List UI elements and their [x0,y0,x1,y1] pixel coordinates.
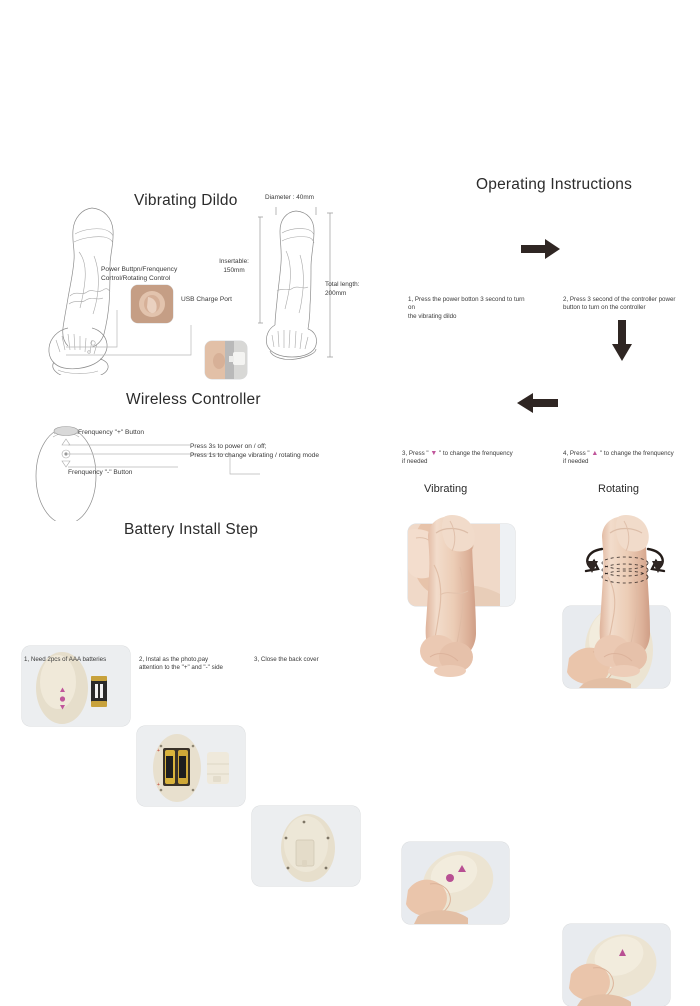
dimension-insertable-line1: Insertable: [219,258,249,265]
caption-operating-step-1-line1: 1, Press the power botton 3 second to tu… [408,296,525,312]
flow-arrow-left-bottom [517,393,558,413]
dimension-total-length: Total length: 200mm [325,281,377,298]
dimension-insertable: Insertable: 150mm [209,258,259,275]
label-frequency-minus-button: Frenquency "-" Button [68,469,133,476]
callout-leader-lines [66,310,192,356]
product-line-drawing [48,207,114,375]
instruction-sheet: Vibrating Dildo Power Buttpn/Frenquency … [22,176,688,1006]
section-title-vibrating-dildo: Vibrating Dildo [134,192,238,209]
caption-operating-step-1: 1, Press the power botton 3 second to tu… [408,296,528,321]
section-title-battery-install: Battery Install Step [124,521,259,538]
product-dimension-drawing [258,207,333,360]
caption-operating-step-3-line2: if needed [402,458,428,466]
caption-operating-step-4-post: " to change the frenquency [598,450,674,457]
caption-battery-step-3: 3, Close the back cover [254,656,369,664]
caption-operating-step-4-pre: 4, Press " [563,450,592,457]
dimension-total-length-line2: 200mm [325,289,347,297]
photo-mode-rotating [584,515,666,677]
caption-operating-step-2-line2: button to turn on the controller [563,304,646,312]
flow-arrow-right-top [521,239,560,259]
photo-usb-charge-port [205,341,247,379]
callout-usb-charge-port: USB Charge Port [181,296,232,303]
section-title-operating-instructions: Operating Instructions [476,176,633,193]
callout-power-button: Power Buttpn/Frenquency Cortrol/Rotating… [101,266,177,283]
caption-operating-step-4: 4, Press " ▲ " to change the frenquency … [563,450,685,467]
label-rotating: Rotating [598,483,639,495]
dimension-total-length-line1: Total length: [325,281,360,288]
callout-power-button-line1: Power Buttpn/Frenquency [101,266,178,273]
photo-battery-step-3 [252,806,360,886]
label-frequency-plus-button: Frenquency "+" Button [78,429,145,436]
photo-operating-step-4 [563,924,670,1006]
note-power-mode-line2: Press 1s to change vibrating / rotating … [190,451,320,459]
section-title-wireless-controller: Wireless Controller [126,391,261,408]
dimension-insertable-line2: 150mm [223,266,245,274]
caption-operating-step-1-line2: the vibrating dildo [408,312,457,320]
caption-operating-step-3-post: " to change the frenquency [437,450,513,457]
svg-text:+: + [157,782,160,788]
caption-battery-step-2-line1: 2, Instal as the photo,pay [139,656,209,663]
photo-battery-step-2: + + [137,726,245,806]
svg-text:+: + [157,748,160,754]
callout-power-button-line2: Cortrol/Rotating Control [101,274,171,282]
note-power-mode-line1: Press 3s to power on / off; [190,443,267,450]
caption-operating-step-4-line2: if needed [563,458,589,466]
caption-operating-step-4-row: 4, Press " ▲ " to change the frenquency [563,450,685,458]
caption-battery-step-1-line1: 1, Need 2pcs of AAA batteries [24,656,107,663]
caption-operating-step-2-line1: 2, Press 3 second of the controller powe… [563,296,676,303]
photo-power-button [131,285,173,323]
controller-line-drawing [35,426,97,521]
triangle-down-icon: ▼ [430,450,438,457]
caption-battery-step-1: 1, Need 2pcs of AAA batteries [24,656,139,664]
caption-operating-step-3-row: 3, Press " ▼ " to change the frenquency [402,450,524,458]
caption-battery-step-2: 2, Instal as the photo,pay attention to … [139,656,259,673]
photo-battery-step-1 [22,646,130,726]
note-power-mode: Press 3s to power on / off; Press 1s to … [190,443,319,460]
caption-operating-step-3: 3, Press " ▼ " to change the frenquency … [402,450,524,467]
label-vibrating: Vibrating [424,483,468,495]
flow-arrow-down [612,320,632,361]
caption-operating-step-3-pre: 3, Press " [402,450,431,457]
photo-mode-vibrating [420,515,476,677]
dimension-diameter: Diameter : 40mm [265,194,315,201]
triangle-up-icon: ▲ [591,450,599,457]
controller-leader-lines [68,444,260,475]
caption-operating-step-2: 2, Press 3 second of the controller powe… [563,296,688,313]
caption-battery-step-2-line2: attention to the "+" and "-" side [139,664,223,672]
caption-battery-step-3-line1: 3, Close the back cover [254,656,319,663]
photo-operating-step-3 [402,842,509,924]
